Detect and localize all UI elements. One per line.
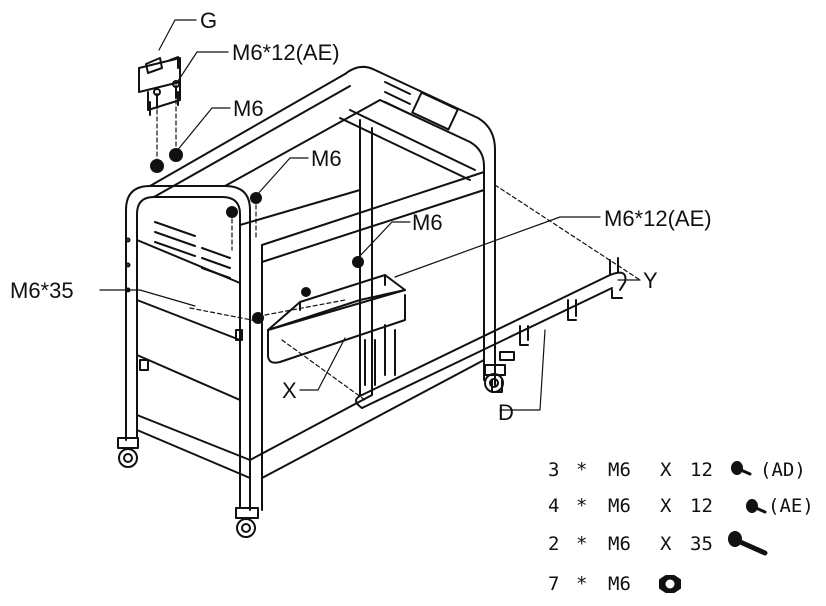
callout-m6x12-ae-right: M6*12(AE) <box>604 206 712 231</box>
part-g-bracket <box>138 56 181 116</box>
callout-labels: G M6*12(AE) M6 M6 M6 M6*12(AE) M6*35 X Y… <box>10 8 712 425</box>
top-screws <box>153 80 180 109</box>
hex-nut-icon <box>659 575 681 593</box>
callout-m6-c: M6 <box>412 210 443 235</box>
cart-frame <box>125 65 503 511</box>
part-size: M6 <box>608 573 631 595</box>
part-mult: * <box>576 533 587 555</box>
callout-g: G <box>200 8 217 33</box>
leader-lines <box>99 19 641 411</box>
part-length: 12 <box>690 459 713 481</box>
parts-list-row: 4 * M6 X 12 (AE) <box>548 495 814 517</box>
part-x: X <box>660 495 672 517</box>
part-x: X <box>660 533 672 555</box>
part-x: X <box>660 459 672 481</box>
callout-m6-a: M6 <box>233 96 264 121</box>
nuts <box>150 148 364 324</box>
callout-m6x12-ae-top: M6*12(AE) <box>232 40 340 65</box>
part-mult: * <box>576 573 587 595</box>
callout-x: X <box>282 378 297 403</box>
long-bolt-icon <box>728 531 768 556</box>
part-qty: 3 <box>548 459 559 481</box>
parts-list-row: 7 * M6 <box>548 573 631 595</box>
part-mult: * <box>576 495 587 517</box>
part-qty: 7 <box>548 573 559 595</box>
part-qty: 2 <box>548 533 559 555</box>
callout-m6-b: M6 <box>311 146 342 171</box>
part-code: (AE) <box>768 495 814 517</box>
part-code: (AD) <box>760 459 806 481</box>
part-mult: * <box>576 459 587 481</box>
part-size: M6 <box>608 533 631 555</box>
assembly-guide-lines <box>156 99 641 401</box>
button-head-screw-icon <box>746 499 767 514</box>
caster-wheels <box>117 351 515 538</box>
callout-y: Y <box>643 268 658 293</box>
callout-d: D <box>498 400 514 425</box>
parts-list-row: 2 * M6 X 35 <box>548 533 713 555</box>
part-qty: 4 <box>548 495 559 517</box>
part-length: 35 <box>690 533 713 555</box>
parts-list: 3 * M6 X 12 (AD) 4 * M6 X 12 (AE) 2 * M6… <box>548 459 814 595</box>
part-size: M6 <box>608 459 631 481</box>
parts-icons <box>659 461 768 593</box>
parts-list-row: 3 * M6 X 12 (AD) <box>548 459 806 481</box>
part-size: M6 <box>608 495 631 517</box>
callout-m6x35: M6*35 <box>10 278 74 303</box>
socket-head-screw-short-icon <box>731 461 752 476</box>
part-d-rail <box>355 257 627 409</box>
part-length: 12 <box>690 495 713 517</box>
